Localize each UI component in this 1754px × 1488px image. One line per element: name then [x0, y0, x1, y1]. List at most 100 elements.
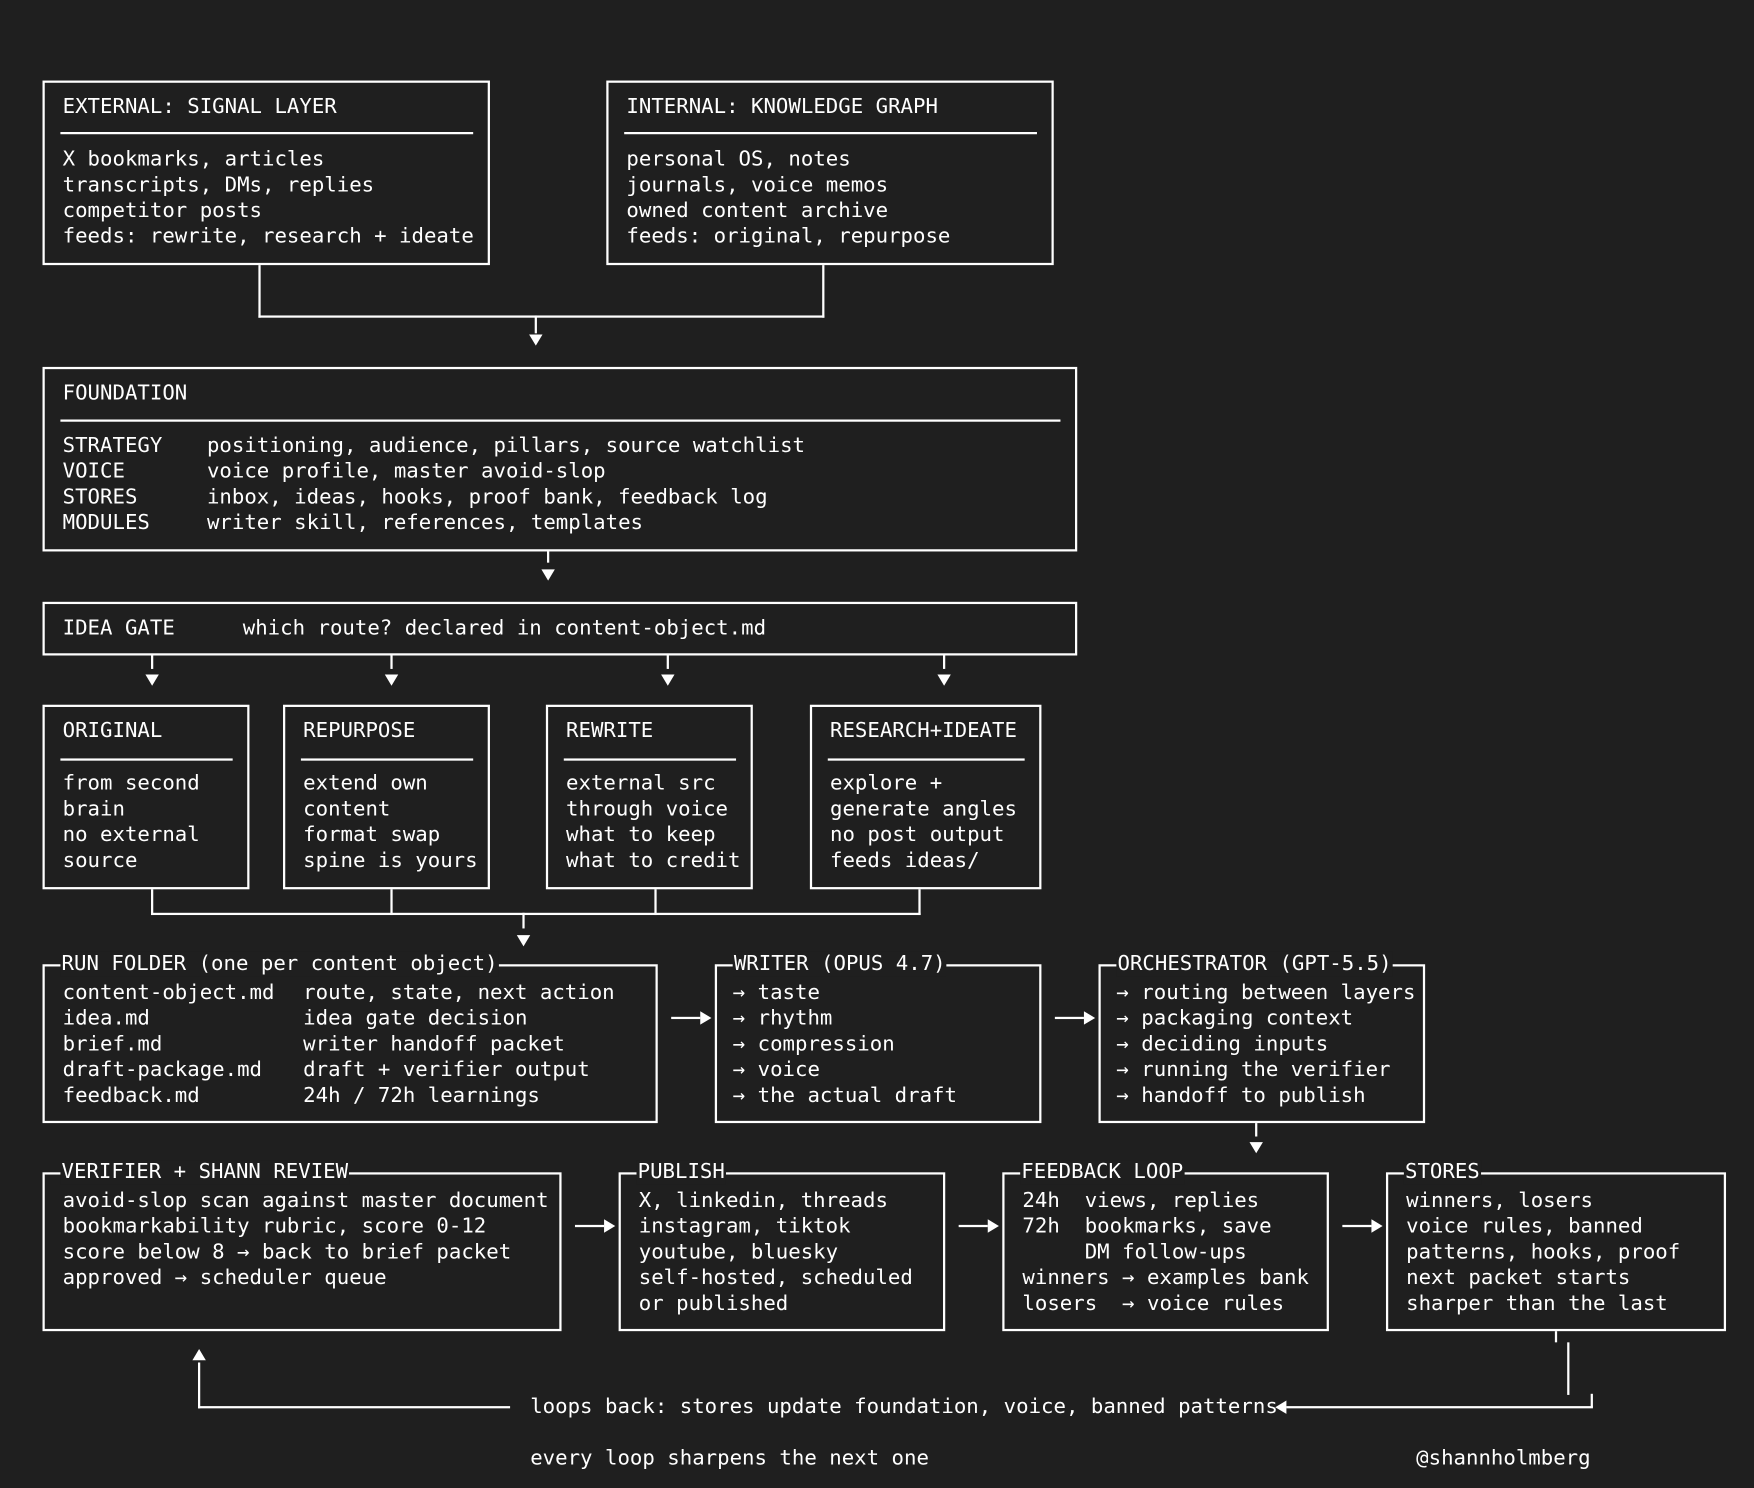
writer-line-5: → the actual draft	[732, 1083, 957, 1108]
foundation-key-strategy: STRATEGY	[62, 434, 163, 458]
orchestrator-line-1: → routing between layers	[1116, 981, 1416, 1005]
route-original-line-4: source	[62, 849, 138, 873]
connector-loop-stores-tick	[1554, 1331, 1558, 1343]
publish-box: PUBLISH X, linkedin, threads instagram, …	[618, 1160, 946, 1332]
connector-loop-left-horizontal	[197, 1406, 511, 1409]
connector-gate-research	[942, 655, 946, 669]
orchestrator-line-2: → packaging context	[1116, 1006, 1354, 1031]
connector-gate-original	[151, 655, 154, 669]
idea-gate-text: which route? declared in content-object.…	[242, 616, 767, 640]
stores-line-5: sharper than the last	[1406, 1292, 1668, 1316]
connector-research-down	[918, 889, 921, 916]
internal-divider	[624, 131, 1037, 135]
orchestrator-line-5: → handoff to publish	[1116, 1083, 1366, 1108]
foundation-title: FOUNDATION	[62, 381, 188, 405]
connector-publish-to-feedback	[958, 1224, 988, 1228]
arrow-right-icon	[604, 1219, 616, 1233]
connector-writer-to-orchestrator	[1054, 1016, 1084, 1020]
run-folder-desc-2: idea gate decision	[303, 1006, 528, 1031]
route-rewrite-line-3: what to keep	[566, 823, 716, 847]
stores-line-2: voice rules, banned	[1406, 1214, 1643, 1239]
run-folder-title: RUN FOLDER (one per content object)	[60, 951, 499, 977]
foundation-value-strategy: positioning, audience, pillars, source w…	[206, 434, 805, 458]
run-folder-desc-1: route, state, next action	[303, 981, 615, 1005]
arrow-right-icon	[1083, 1011, 1096, 1025]
route-rewrite-title: REWRITE	[566, 719, 654, 743]
arrow-down-icon	[937, 674, 951, 686]
internal-title: INTERNAL: KNOWLEDGE GRAPH	[626, 95, 938, 119]
publish-line-3: youtube, bluesky	[638, 1240, 839, 1265]
connector-feedback-to-stores	[1342, 1224, 1372, 1228]
orchestrator-title: ORCHESTRATOR (GPT-5.5)	[1116, 951, 1393, 977]
connector-verifier-to-publish	[574, 1224, 605, 1228]
stores-line-4: next packet starts	[1406, 1266, 1631, 1290]
foundation-key-modules: MODULES	[62, 511, 150, 535]
connector-external-down	[258, 265, 261, 318]
route-research-line-1: explore +	[830, 771, 943, 796]
footer-handle: @shannholmberg	[1416, 1446, 1591, 1470]
writer-line-3: → compression	[732, 1032, 895, 1056]
connector-routes-horizontal	[151, 912, 921, 916]
verifier-line-2: bookmarkability rubric, score 0-12	[62, 1214, 487, 1239]
publish-line-1: X, linkedin, threads	[638, 1189, 888, 1213]
verifier-title: VERIFIER + SHANN REVIEW	[60, 1160, 350, 1185]
connector-merge-horizontal	[258, 315, 825, 318]
writer-box: WRITER (OPUS 4.7) → taste → rhythm → com…	[714, 951, 1042, 1124]
run-folder-file-2: idea.md	[62, 1006, 150, 1031]
run-folder-file-1: content-object.md	[62, 981, 275, 1005]
publish-line-5: or published	[638, 1292, 789, 1316]
connector-internal-down	[822, 265, 825, 318]
internal-line-4: feeds: original, repurpose	[626, 224, 951, 249]
route-rewrite-line-4: what to credit	[566, 849, 741, 873]
verifier-line-1: avoid-slop scan against master document	[62, 1189, 549, 1213]
route-research-line-3: no post output	[830, 823, 1005, 847]
connector-loop-left-up	[197, 1362, 201, 1409]
connector-loop-right-down	[1590, 1393, 1593, 1408]
run-folder-box: RUN FOLDER (one per content object) cont…	[42, 951, 658, 1124]
route-research-divider	[827, 758, 1025, 761]
foundation-box: FOUNDATION STRATEGY positioning, audienc…	[42, 366, 1078, 552]
orchestrator-box: ORCHESTRATOR (GPT-5.5) → routing between…	[1098, 951, 1426, 1124]
connector-routes-merge-down	[522, 912, 525, 929]
feedback-loop-title: FEEDBACK LOOP	[1020, 1160, 1185, 1185]
feedback-line-5: losers → voice rules	[1022, 1292, 1285, 1316]
stores-title: STORES	[1403, 1160, 1481, 1185]
route-original-title: ORIGINAL	[62, 719, 163, 743]
connector-gate-rewrite	[666, 655, 669, 669]
stores-line-1: winners, losers	[1406, 1189, 1594, 1213]
arrow-right-icon	[1371, 1219, 1383, 1233]
route-original-line-3: no external	[62, 823, 200, 847]
foundation-value-stores: inbox, ideas, hooks, proof bank, feedbac…	[206, 485, 768, 509]
connector-loop-right-horizontal	[1286, 1406, 1593, 1409]
arrow-down-icon	[661, 674, 675, 686]
arrow-down-icon	[384, 674, 399, 686]
writer-title: WRITER (OPUS 4.7)	[732, 951, 947, 977]
feedback-loop-box: FEEDBACK LOOP 24h views, replies 72h boo…	[1002, 1160, 1329, 1332]
arrow-down-icon	[1249, 1142, 1263, 1154]
writer-line-4: → voice	[732, 1058, 820, 1082]
idea-gate-label: IDEA GATE	[62, 616, 175, 640]
loop-back-label: loops back: stores update foundation, vo…	[530, 1394, 1278, 1419]
connector-foundation-down	[547, 551, 550, 563]
route-original-line-1: from second	[62, 771, 200, 796]
route-repurpose-title: REPURPOSE	[303, 719, 416, 743]
orchestrator-line-4: → running the verifier	[1116, 1058, 1391, 1082]
publish-title: PUBLISH	[636, 1160, 726, 1185]
run-folder-file-3: brief.md	[62, 1032, 163, 1056]
external-line-3: competitor posts	[62, 199, 263, 223]
internal-line-1: personal OS, notes	[626, 147, 851, 172]
route-repurpose-line-2: content	[303, 797, 391, 822]
orchestrator-line-3: → deciding inputs	[1116, 1032, 1329, 1056]
connector-orchestrator-down	[1255, 1123, 1258, 1137]
route-rewrite-line-2: through voice	[566, 797, 728, 822]
route-original-divider	[60, 758, 233, 761]
feedback-line-2: 72h bookmarks, save	[1022, 1214, 1272, 1239]
writer-line-2: → rhythm	[732, 1006, 833, 1031]
arrow-down-icon	[516, 935, 531, 947]
route-research-title: RESEARCH+IDEATE	[830, 719, 1017, 743]
feedback-line-3: DM follow-ups	[1022, 1240, 1247, 1265]
route-repurpose-box: REPURPOSE extend own content format swap…	[283, 704, 490, 890]
connector-run-to-writer	[671, 1016, 701, 1020]
route-repurpose-line-1: extend own	[303, 771, 428, 796]
